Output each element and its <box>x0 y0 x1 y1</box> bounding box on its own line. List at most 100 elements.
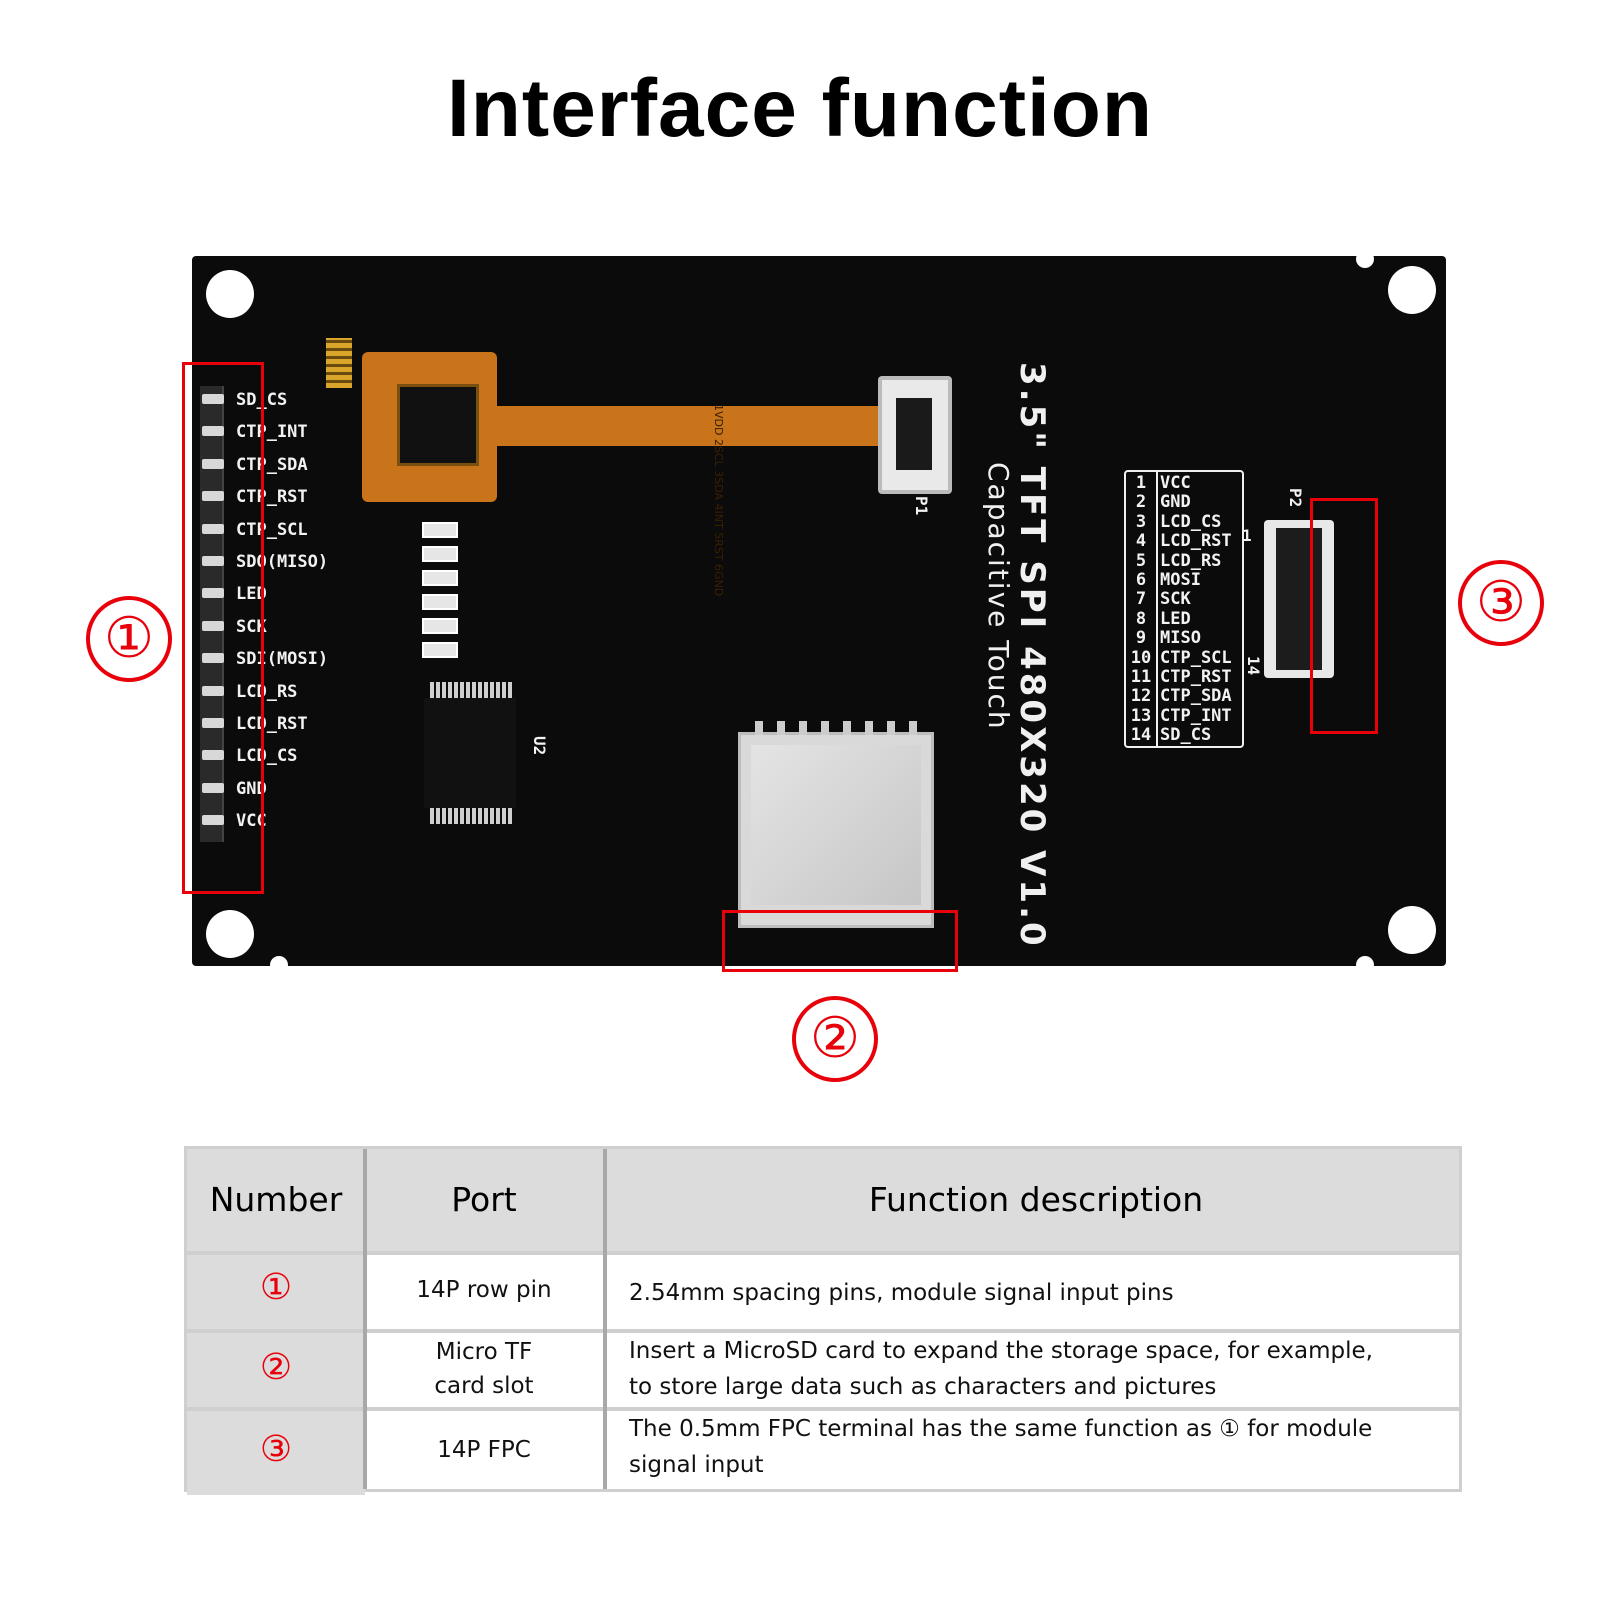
pin-table-name: LCD_CS <box>1160 511 1222 532</box>
pin-table-number: 13 <box>1130 705 1152 726</box>
model-sub-label: Capacitive Touch <box>982 462 1015 731</box>
sd-contact <box>777 721 785 735</box>
connector-p1-label: P1 <box>912 496 931 516</box>
pin-label: CTP_SDA <box>236 454 308 475</box>
pin-table-name: VCC <box>1160 473 1191 493</box>
chip-leg <box>448 808 452 824</box>
pin-label: SDO(MISO) <box>236 552 329 572</box>
pin-table-number: 5 <box>1135 550 1147 571</box>
pin-table-name: SD_CS <box>1160 725 1212 746</box>
sd-contact <box>887 721 895 735</box>
pin-table-name: CTP_SDA <box>1160 686 1232 707</box>
pin-table-name: GND <box>1160 492 1191 513</box>
pin-table-name: CTP_RST <box>1160 667 1232 687</box>
row-2-desc: Insert a MicroSD card to expand the stor… <box>629 1338 1373 1364</box>
chip-leg <box>454 808 458 824</box>
pin-table-number: 7 <box>1135 589 1147 610</box>
highlight-pin-header <box>182 362 264 894</box>
pin-label: LCD_RS <box>236 681 298 702</box>
pin-header-strip <box>200 386 224 842</box>
header-pin <box>202 718 224 728</box>
callout-3: ③ <box>1458 560 1544 646</box>
chip-leg <box>442 808 446 824</box>
pin-label: VCC <box>236 811 267 832</box>
sd-contact <box>909 721 917 735</box>
mount-hole-top-right <box>1388 266 1436 314</box>
chip-leg <box>502 682 506 698</box>
pin-table-number: 6 <box>1135 570 1147 590</box>
resistor <box>422 546 458 562</box>
resistor <box>422 642 458 658</box>
resistor <box>422 618 458 634</box>
resistor <box>422 522 458 538</box>
pin-label: SCK <box>236 616 267 637</box>
header-pin <box>202 458 224 469</box>
pin-table-row: 14 SD_CS <box>1126 726 1246 745</box>
chip-leg <box>502 808 506 824</box>
board-notch <box>1356 250 1374 268</box>
header-pin <box>202 815 224 826</box>
row-2-port: Micro TF <box>435 1339 533 1365</box>
chip-leg <box>466 682 470 698</box>
header-pin <box>202 523 224 534</box>
chip-leg <box>508 808 512 824</box>
pin-table-name: LED <box>1160 608 1191 629</box>
header-pin <box>202 685 224 696</box>
flex-gold-fingers <box>326 338 352 388</box>
chip-leg <box>460 808 464 824</box>
connector-p2-label: P2 <box>1286 488 1305 508</box>
chip-leg <box>466 808 470 824</box>
mount-hole-bottom-left <box>206 910 254 958</box>
header-pin <box>202 491 224 502</box>
pin-label: LED <box>236 584 267 605</box>
row-2-number: ② <box>259 1347 293 1388</box>
callout-2: ② <box>792 996 878 1082</box>
pin-table-name: LCD_RS <box>1160 550 1222 571</box>
row-1-port: 14P row pin <box>416 1277 552 1303</box>
sd-contact <box>755 721 763 735</box>
interface-table: Number Port Function description ① 14P r… <box>184 1146 1462 1495</box>
micro-sd-slot[interactable] <box>738 721 934 928</box>
row-divider <box>187 1251 1459 1255</box>
resistor <box>422 594 458 610</box>
pin-table-number: 14 <box>1130 725 1152 746</box>
chip-leg <box>496 808 500 824</box>
chip-u2 <box>424 682 516 824</box>
chip-leg <box>430 808 434 824</box>
header-pin <box>202 426 224 437</box>
pin-label: CTP_SCL <box>236 519 308 540</box>
header-function: Function description <box>868 1180 1204 1219</box>
chip-leg <box>484 808 488 824</box>
chip-leg <box>436 808 440 824</box>
pin-table-number: 8 <box>1135 608 1147 629</box>
sd-contact <box>865 721 873 735</box>
table-header-bg <box>187 1149 1459 1251</box>
fpc-pin-first: 1 <box>1242 526 1252 545</box>
row-3-port: 14P FPC <box>437 1437 531 1463</box>
row-1-desc: 2.54mm spacing pins, module signal input… <box>629 1280 1174 1306</box>
chip-u2-label: U2 <box>530 736 549 756</box>
chip-leg <box>478 808 482 824</box>
chip-leg <box>490 682 494 698</box>
model-label: 3.5" TFT SPI 480X320 V1.0 <box>1012 362 1052 949</box>
chip-leg <box>490 808 494 824</box>
row-3-number: ③ <box>259 1429 293 1470</box>
flex-pin-text: 1VDD 2SCL 3SDA 4INT 5RST 6GND <box>712 404 725 597</box>
header-port: Port <box>451 1180 517 1219</box>
pin-label: GND <box>236 778 267 799</box>
sd-contact <box>843 721 851 735</box>
chip-leg <box>496 682 500 698</box>
callout-1: ① <box>86 596 172 682</box>
header-pin <box>202 556 224 566</box>
pin-table-number: 2 <box>1135 492 1147 513</box>
pin-table-row: 2 GND <box>1126 493 1246 512</box>
chip-leg <box>508 682 512 698</box>
fpc-connector-p2 <box>1264 520 1334 678</box>
